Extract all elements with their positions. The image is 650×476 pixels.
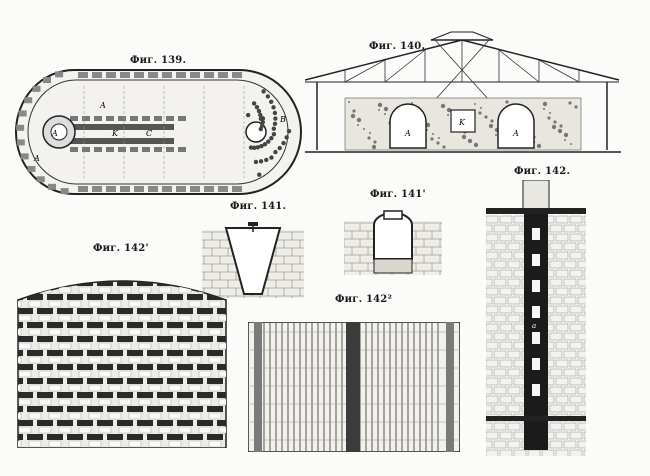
label-a: A: [51, 129, 58, 138]
label-a: a: [532, 384, 536, 392]
fig-142-prime-caption: Фиг. 142': [93, 243, 149, 254]
fig-142-double-prime-plan: [248, 322, 460, 452]
fig-141-prime-chamber: [344, 207, 442, 275]
fig-141-flue-section: [202, 222, 304, 298]
label-c: C: [146, 129, 152, 138]
fig-141-caption: Фиг. 141.: [230, 201, 287, 212]
label-a: A: [33, 154, 40, 163]
fig-141-prime-caption: Фиг. 141': [370, 189, 426, 200]
label-k: K: [111, 129, 119, 138]
fig-142-chimney-stack: a a a: [486, 180, 586, 456]
label-a: A: [99, 101, 106, 110]
label-a: a: [532, 260, 536, 268]
fig-140-kiln-section: A K A: [305, 30, 621, 160]
label-a: a: [532, 322, 536, 330]
label-a: A: [512, 129, 519, 138]
label-a: A: [404, 129, 411, 138]
fig-142-caption: Фиг. 142.: [514, 166, 571, 177]
fig-142-double-prime-caption: Фиг. 142²: [335, 294, 393, 305]
fig-142-prime-arched-setting: [16, 270, 228, 448]
label-k: K: [458, 118, 466, 127]
fig-139-caption: Фиг. 139.: [130, 55, 187, 66]
label-b: B: [279, 115, 286, 124]
fig-140-caption: Фиг. 140.: [369, 41, 426, 52]
fig-139-kiln-plan: A K C A B A: [14, 66, 306, 198]
